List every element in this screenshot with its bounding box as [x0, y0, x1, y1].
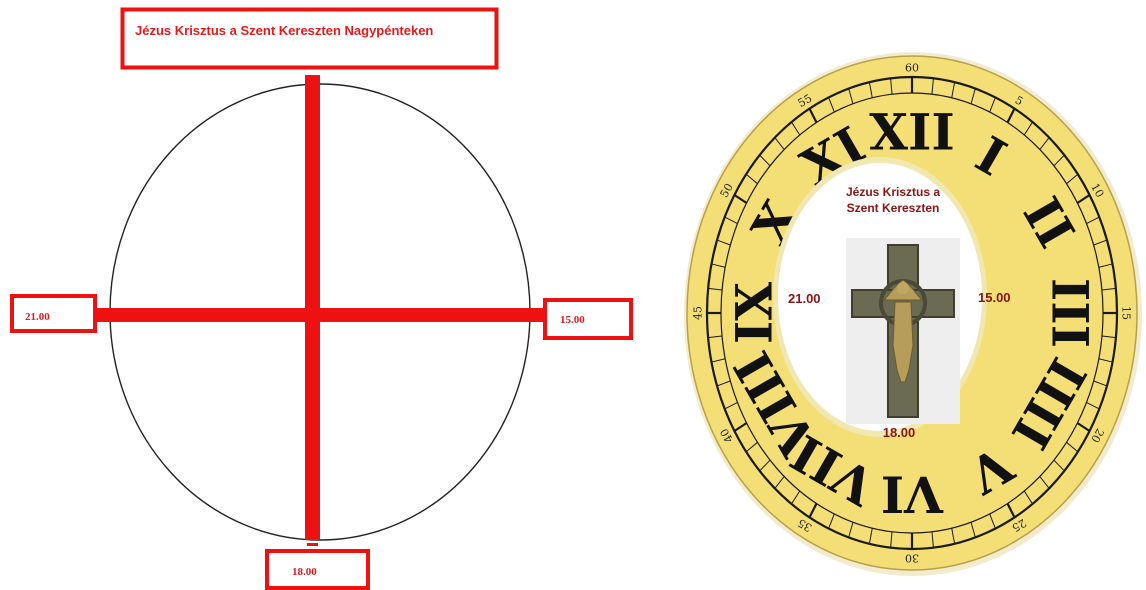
minute-digit: 30: [905, 552, 919, 565]
center-title-line2: Szent Kereszten: [847, 201, 940, 215]
horizontal-cross-beam: [94, 308, 545, 322]
corpus-head: [897, 282, 909, 294]
minute-digit: 45: [692, 306, 705, 320]
left-diagram: Jézus Krisztus a Szent Kereszten Nagypén…: [12, 10, 631, 589]
minute-digit: 60: [905, 62, 919, 75]
clock-bottom-time: 18.00: [883, 425, 916, 440]
center-title-line1: Jézus Krisztus a: [846, 185, 940, 199]
minute-digit: 15: [1120, 306, 1133, 320]
bottom-time-box: [267, 551, 368, 588]
roman-numeral: III: [1041, 278, 1100, 348]
roman-numeral: VI: [881, 465, 944, 524]
right-time-box: [545, 300, 631, 338]
right-time-label: 15.00: [560, 314, 585, 326]
crucifix-image: [846, 238, 960, 424]
bottom-time-label: 18.00: [292, 566, 317, 578]
bottom-tick: [307, 543, 318, 546]
left-time-label: 21.00: [25, 311, 50, 323]
diagram-title: Jézus Krisztus a Szent Kereszten Nagypén…: [135, 23, 433, 38]
roman-numeral: XII: [869, 103, 955, 162]
vertical-cross-beam: [305, 75, 320, 540]
clock-right-time: 15.00: [978, 290, 1011, 305]
title-box: [123, 10, 497, 68]
clock-left-time: 21.00: [788, 291, 821, 306]
